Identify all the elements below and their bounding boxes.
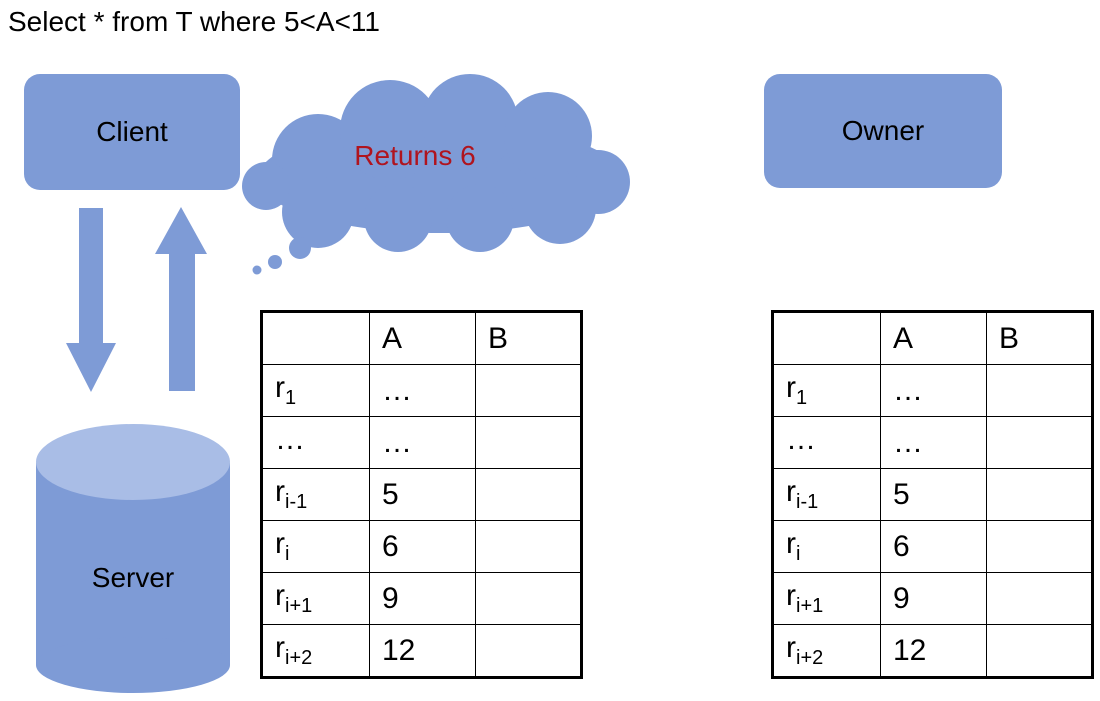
thought-bubble-small: [252, 265, 262, 275]
query-text: Select * from T where 5<A<11: [8, 6, 380, 37]
value-b-cell: [986, 520, 1093, 573]
value-a-cell: 6: [880, 520, 987, 573]
row-name-cell: …: [772, 416, 881, 469]
row-name-cell: ri: [772, 520, 881, 573]
header-cell: B: [986, 311, 1093, 365]
arrow-up-icon: [155, 207, 207, 391]
server-table: A B r1 … … … ri-1 5 ri 6 ri+1 9 ri+2 12: [260, 310, 583, 679]
row-name-cell: ri+1: [772, 572, 881, 625]
thought-cloud: [242, 74, 630, 275]
value-a-cell: …: [369, 416, 476, 469]
row-name-cell: ri+2: [261, 624, 370, 678]
header-cell: B: [475, 311, 582, 365]
table-row: ri 6: [261, 520, 582, 573]
value-a-cell: …: [880, 416, 987, 469]
value-a-cell: 9: [880, 572, 987, 625]
thought-bubble-large: [289, 237, 311, 259]
row-name-cell: …: [261, 416, 370, 469]
row-name-cell: ri-1: [261, 468, 370, 521]
server-label: Server: [91, 562, 175, 593]
owner-box: Owner: [764, 74, 1002, 188]
table-row: r1 …: [772, 364, 1093, 417]
table-row: ri-1 5: [772, 468, 1093, 521]
row-name-cell: ri-1: [772, 468, 881, 521]
value-b-cell: [475, 572, 582, 625]
table-row: … …: [772, 416, 1093, 469]
table-header-row: A B: [261, 311, 582, 365]
table-row: … …: [261, 416, 582, 469]
header-cell: [772, 311, 881, 365]
table-row: ri-1 5: [261, 468, 582, 521]
value-b-cell: [986, 468, 1093, 521]
value-b-cell: [986, 416, 1093, 469]
owner-label: Owner: [841, 115, 925, 146]
row-name-cell: r1: [261, 364, 370, 417]
thought-bubble-medium: [268, 255, 282, 269]
value-b-cell: [475, 624, 582, 678]
table-row: ri 6: [772, 520, 1093, 573]
server-cylinder: [36, 424, 230, 693]
value-b-cell: [986, 364, 1093, 417]
value-a-cell: 5: [369, 468, 476, 521]
value-a-cell: 6: [369, 520, 476, 573]
row-name-cell: ri+1: [261, 572, 370, 625]
value-a-cell: …: [880, 364, 987, 417]
value-b-cell: [986, 572, 1093, 625]
value-b-cell: [986, 624, 1093, 678]
value-a-cell: 5: [880, 468, 987, 521]
value-b-cell: [475, 520, 582, 573]
value-a-cell: …: [369, 364, 476, 417]
table-row: ri+1 9: [772, 572, 1093, 625]
value-b-cell: [475, 468, 582, 521]
arrow-down-icon: [66, 208, 116, 392]
client-label: Client: [96, 116, 168, 147]
value-a-cell: 12: [369, 624, 476, 678]
cloud-text: Returns 6: [354, 140, 476, 171]
row-name-cell: r1: [772, 364, 881, 417]
value-b-cell: [475, 416, 582, 469]
value-b-cell: [475, 364, 582, 417]
value-a-cell: 12: [880, 624, 987, 678]
owner-table: A B r1 … … … ri-1 5 ri 6 ri+1 9 ri+2 12: [771, 310, 1094, 679]
header-cell: A: [880, 311, 987, 365]
table-header-row: A B: [772, 311, 1093, 365]
header-cell: [261, 311, 370, 365]
table-row: ri+1 9: [261, 572, 582, 625]
table-row: r1 …: [261, 364, 582, 417]
header-cell: A: [369, 311, 476, 365]
table-row: ri+2 12: [261, 624, 582, 678]
value-a-cell: 9: [369, 572, 476, 625]
row-name-cell: ri+2: [772, 624, 881, 678]
client-box: Client: [24, 74, 240, 190]
table-row: ri+2 12: [772, 624, 1093, 678]
row-name-cell: ri: [261, 520, 370, 573]
